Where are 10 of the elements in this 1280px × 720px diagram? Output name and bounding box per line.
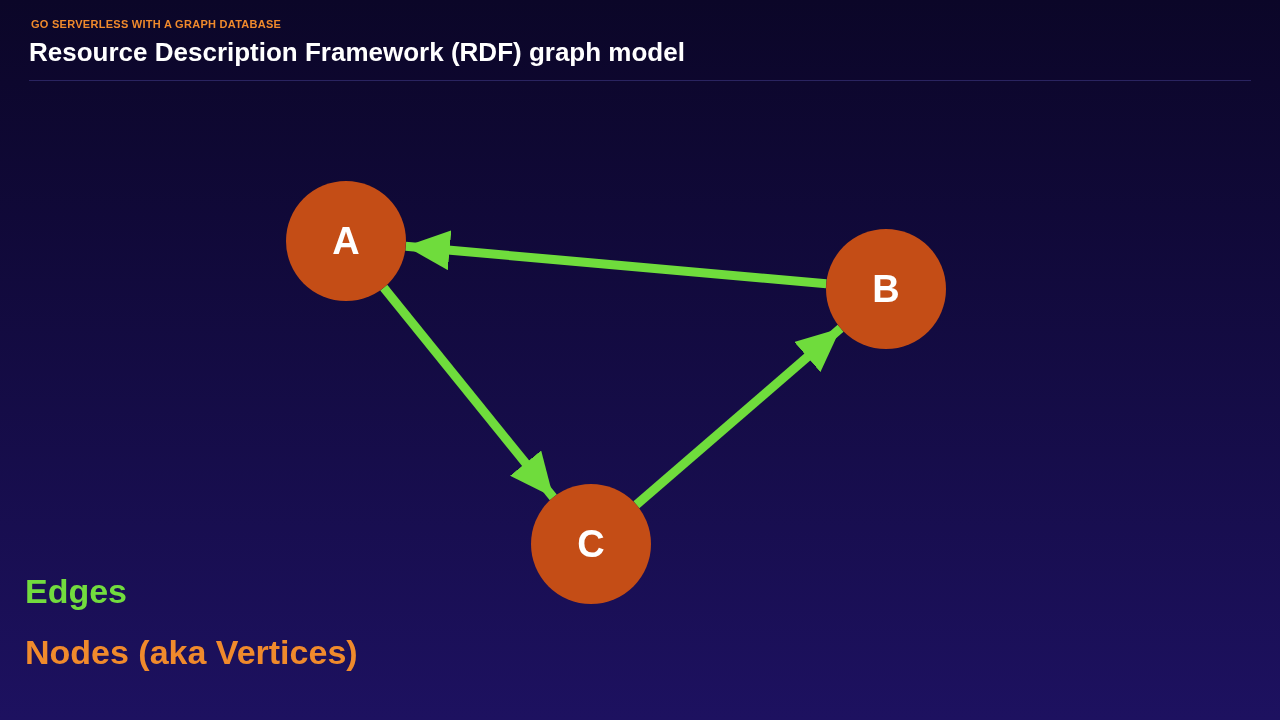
nodes-note: Nodes (aka Vertices) — [25, 632, 358, 673]
edges-note: Edges — [25, 571, 128, 612]
node-label: A — [332, 218, 360, 264]
arrow — [633, 324, 844, 509]
arrow — [405, 230, 827, 289]
kicker-text: GO SERVERLESS WITH A GRAPH DATABASE — [31, 17, 282, 32]
arrow — [380, 284, 557, 501]
node-label: B — [872, 266, 900, 312]
node-label: C — [577, 521, 605, 567]
slide-title: Resource Description Framework (RDF) graph model — [29, 36, 685, 69]
